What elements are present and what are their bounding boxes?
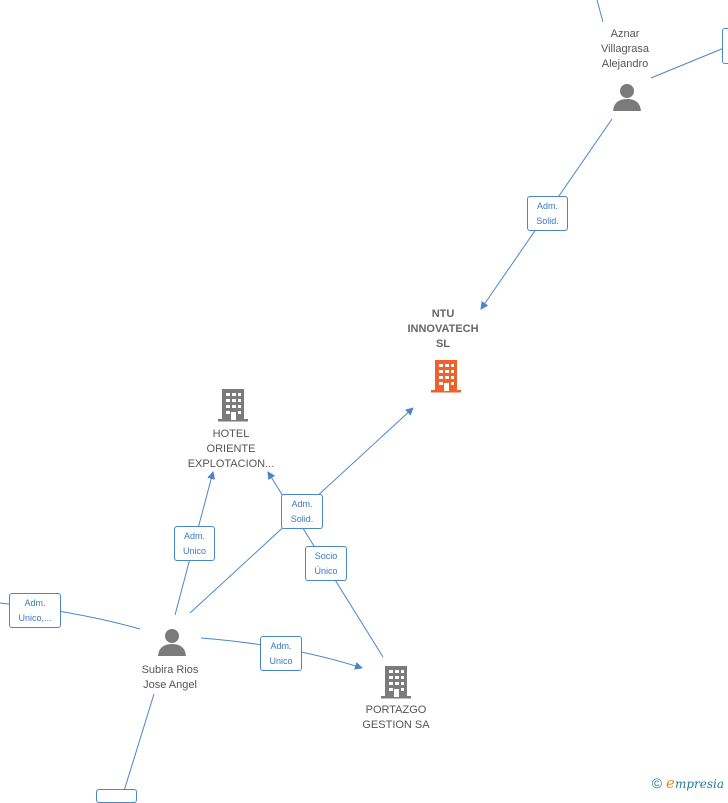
relation-badge-left-subira[interactable]: Adm. Unico,... bbox=[9, 593, 61, 628]
building-icon-portazgo[interactable] bbox=[380, 665, 412, 699]
edge-subira-bottom bbox=[123, 693, 155, 792]
person-icon[interactable] bbox=[612, 82, 642, 112]
brand-logo-text: mpresia bbox=[674, 777, 724, 791]
person-icon-subira[interactable] bbox=[157, 627, 187, 657]
node-portazgo-label[interactable]: PORTAZGO GESTION SA bbox=[362, 704, 430, 731]
relation-badge-aznar-ntu[interactable]: Adm. Solid. bbox=[527, 196, 568, 231]
relation-stub-top-right[interactable] bbox=[722, 28, 728, 64]
building-icon-hotel[interactable] bbox=[217, 388, 249, 422]
relation-stub-bottom[interactable] bbox=[96, 789, 137, 803]
edge-aznar-right bbox=[650, 47, 725, 79]
relation-badge-hotel-portazgo[interactable]: Socio Único bbox=[305, 546, 347, 581]
brand-footer: ©empresia bbox=[652, 774, 724, 792]
relation-badge-subira-portazgo[interactable]: Adm. Unico bbox=[260, 636, 302, 671]
relation-badge-subira-hotel[interactable]: Adm. Unico bbox=[174, 526, 215, 561]
node-hotel-label[interactable]: HOTEL ORIENTE EXPLOTACION... bbox=[187, 428, 275, 470]
brand-logo-e: e bbox=[666, 774, 675, 792]
edge-aznar-top bbox=[596, 0, 604, 23]
copyright-icon: © bbox=[651, 775, 663, 791]
node-ntu-label[interactable]: NTU INNOVATECH SL bbox=[407, 308, 479, 350]
building-icon-main[interactable] bbox=[430, 359, 462, 393]
node-aznar-label[interactable]: Aznar Villagrasa Alejandro bbox=[600, 28, 650, 70]
node-subira-label[interactable]: Subira Rios Jose Angel bbox=[141, 664, 199, 691]
relation-badge-subira-ntu[interactable]: Adm. Solid. bbox=[281, 494, 323, 529]
